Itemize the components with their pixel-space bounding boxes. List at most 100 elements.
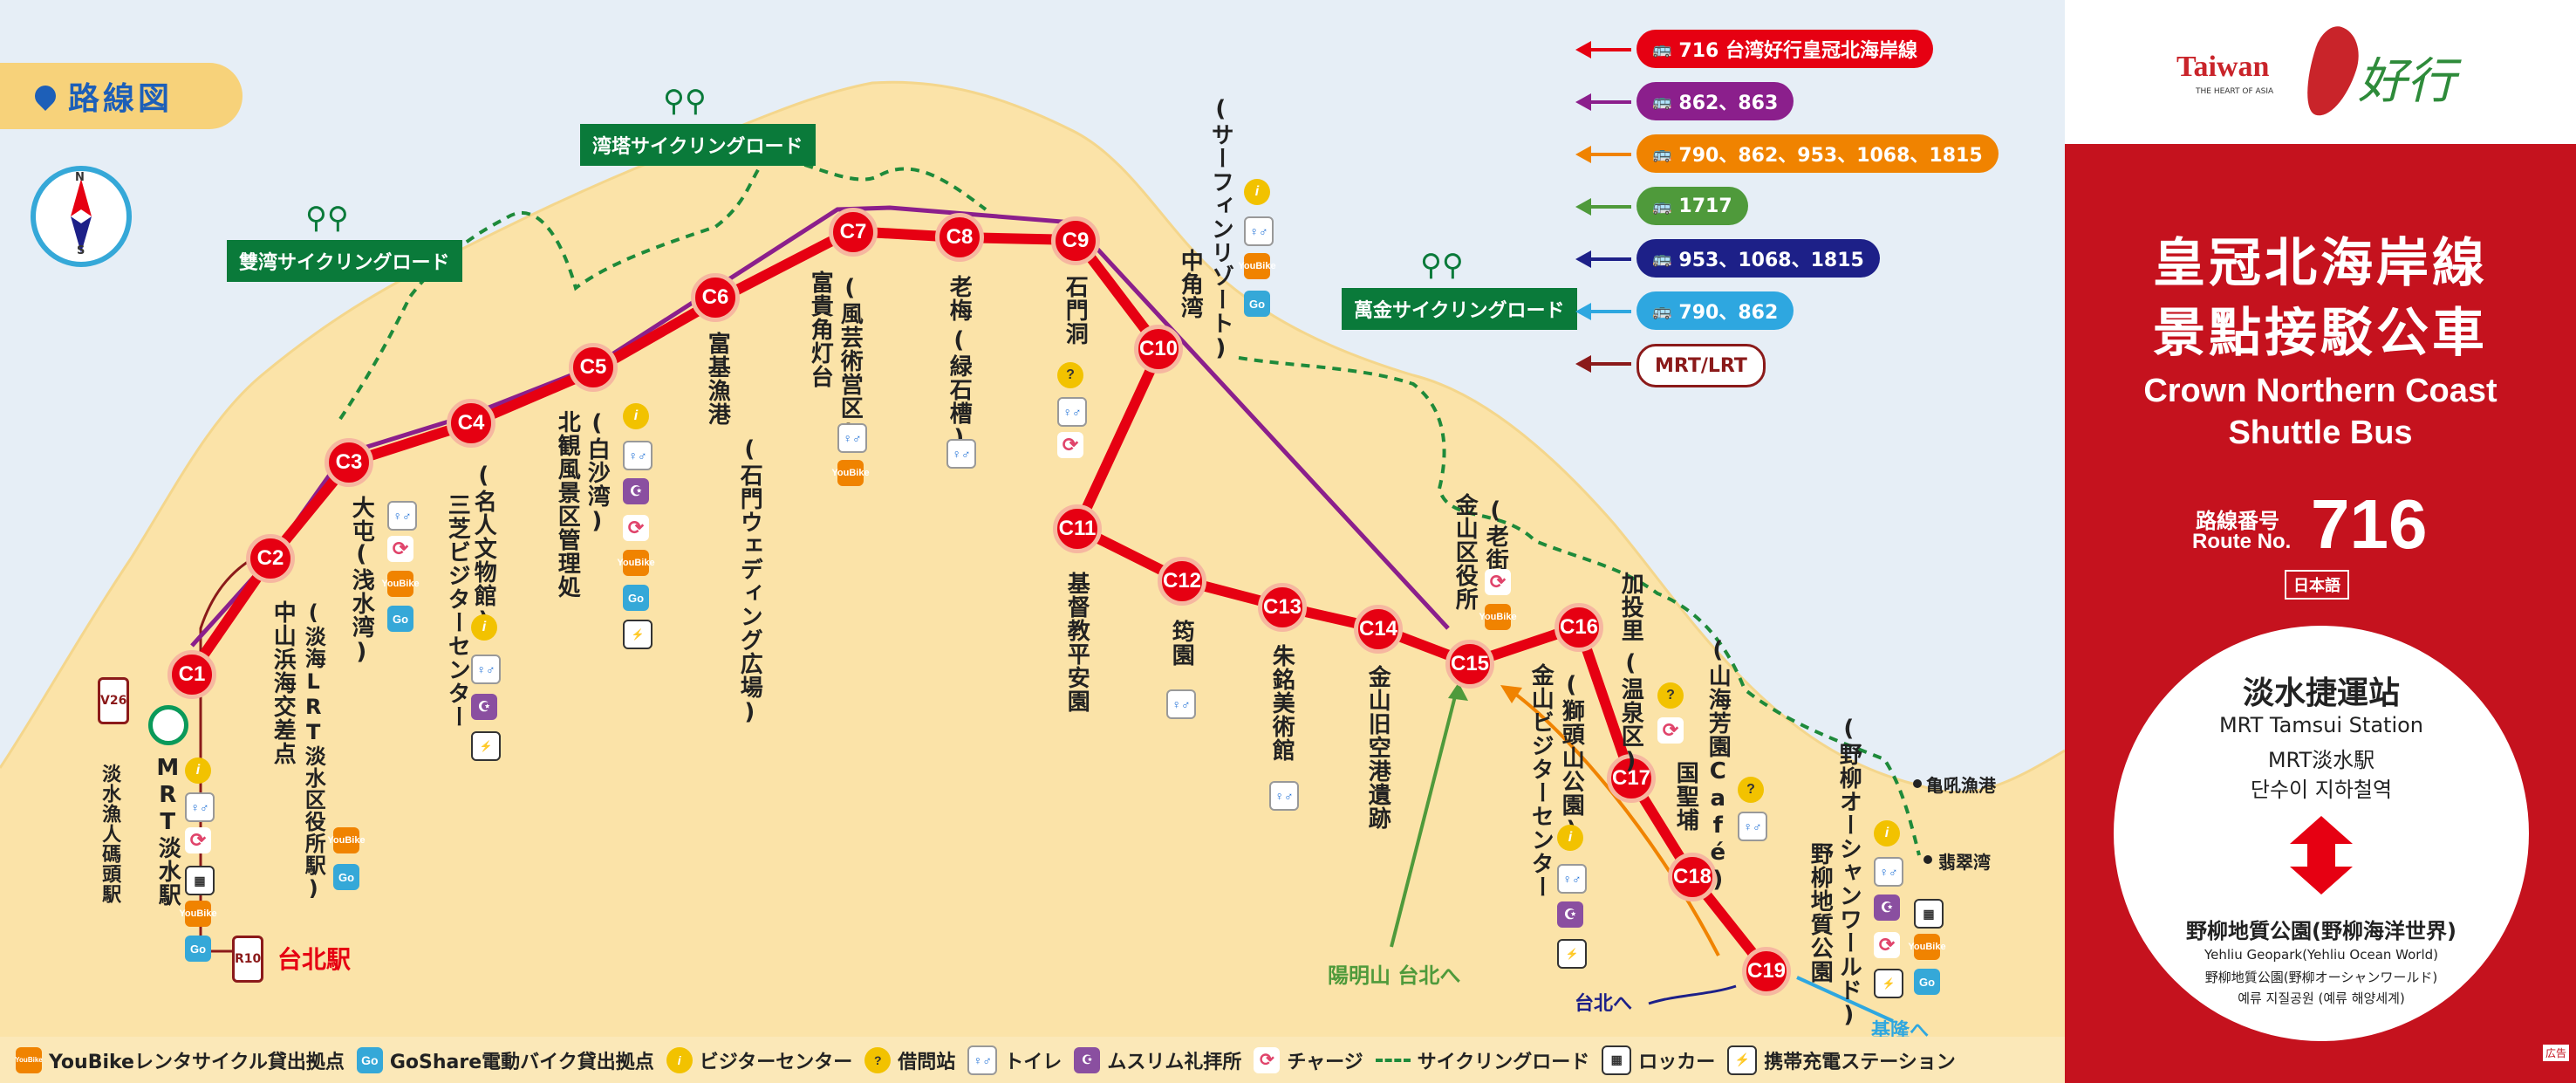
legend-label: 借問站	[898, 1051, 956, 1073]
locker-icon: ▦	[1602, 1045, 1632, 1075]
visitor-center-icon: i	[1244, 179, 1270, 205]
station-node-c1[interactable]: C1	[167, 650, 216, 699]
muslim-prayer-icon: ☪	[1874, 895, 1900, 921]
legend-arrow-icon	[1579, 362, 1631, 366]
legend-item-toilet: ♀♂トイレ	[967, 1045, 1062, 1075]
route-info-panel: Taiwan THE HEART OF ASIA 好行 皇冠北海岸線 景點接駁公…	[2065, 0, 2576, 1083]
charge-icon: ⟳	[1657, 717, 1684, 744]
r10-badge: R10	[232, 936, 263, 983]
youbike-icon: YouBike	[831, 460, 870, 486]
station-name-c6: 富基漁港	[704, 332, 731, 426]
legend-arrowhead-icon	[1575, 198, 1591, 216]
bus-icon: 🚌	[1652, 92, 1672, 111]
legend-label-790: 790、862、953、1068、1815	[1678, 145, 1983, 167]
station-node-c9[interactable]: C9	[1051, 216, 1100, 265]
brand-header: Taiwan THE HEART OF ASIA 好行	[2065, 0, 2576, 144]
bus-icon: 🚌	[1652, 144, 1672, 163]
station-name-c10-sub: (サーフィンリゾート)	[1207, 96, 1234, 362]
locker-icon: ▦	[1914, 899, 1944, 929]
station-node-c16[interactable]: C16	[1554, 603, 1603, 652]
station-name-c15: 金山区役所	[1452, 493, 1479, 611]
station-node-c2[interactable]: C2	[246, 534, 295, 583]
language-tag: 日本語	[2285, 570, 2349, 600]
rest-stop-icon: ?	[1738, 777, 1764, 803]
legend-row-790-862: 🚌790、862	[1575, 291, 2015, 332]
guihou-label: 亀吼漁港	[1926, 775, 1996, 796]
muslim-prayer-icon: ☪	[1557, 901, 1583, 928]
toilet-icon: ♀♂	[623, 441, 653, 470]
station-node-c11[interactable]: C11	[1053, 504, 1102, 553]
to-jp: 野柳地質公園(野柳オーシャンワールド)	[2204, 970, 2438, 985]
station-name-c11: 基督教平安園	[1063, 572, 1090, 713]
station-node-c6[interactable]: C6	[691, 273, 740, 322]
cycling-road-path	[338, 154, 987, 421]
station-node-c17[interactable]: C17	[1607, 754, 1656, 803]
map-title: 路線図	[68, 81, 174, 117]
youbike-icon: YouBike	[327, 827, 366, 853]
title-cn-1: 皇冠北海岸線	[2153, 233, 2488, 294]
toilet-icon: ♀♂	[946, 439, 976, 469]
station-node-c5[interactable]: C5	[569, 343, 618, 392]
legend-item-cycling: サイクリングロード	[1375, 1046, 1590, 1074]
station-node-c10[interactable]: C10	[1134, 325, 1183, 374]
legend-pill-mrt: MRT/LRT	[1636, 344, 1766, 387]
muslim-prayer-icon: ☪	[1074, 1046, 1101, 1073]
station-name-c1: 淡水駅	[154, 836, 181, 907]
legend-arrow-icon	[1579, 48, 1631, 51]
toilet-icon: ♀♂	[1738, 812, 1767, 841]
legend-label: サイクリングロード	[1417, 1051, 1590, 1073]
bicycle-icon: ⚲⚲	[1420, 248, 1464, 283]
station-node-c3[interactable]: C3	[325, 438, 373, 487]
goshare-icon: Go	[333, 864, 359, 890]
legend-label-mrt: MRT/LRT	[1655, 354, 1747, 377]
legend-label-953: 953、1068、1815	[1678, 250, 1864, 271]
mrt-logo-icon	[148, 705, 188, 745]
legend-label-1717: 1717	[1678, 195, 1732, 217]
toilet-icon: ♀♂	[1557, 864, 1587, 894]
station-node-c8[interactable]: C8	[935, 213, 984, 262]
legend-row-862: 🚌862、863	[1575, 82, 2015, 122]
station-name-c3-sub: (浅水湾)	[348, 541, 375, 666]
charge-icon: ⟳	[1057, 432, 1083, 458]
legend-arrowhead-icon	[1575, 146, 1591, 163]
legend-label: ムスリム礼拝所	[1107, 1051, 1242, 1073]
station-node-c13[interactable]: C13	[1258, 583, 1307, 632]
station-name-c2: 中山浜海交差点	[270, 600, 297, 765]
route-1717-line	[1390, 689, 1459, 948]
station-node-c14[interactable]: C14	[1354, 605, 1403, 654]
taiwan-map-icon	[2296, 21, 2368, 123]
legend-item-muslim: ☪ ムスリム礼拝所	[1074, 1046, 1241, 1074]
battery-charge-icon: ⚡	[471, 731, 501, 761]
cycling-road-label-wanjin: 萬金サイクリングロード	[1342, 288, 1577, 330]
station-node-c18[interactable]: C18	[1668, 853, 1717, 901]
legend-label: トイレ	[1004, 1051, 1063, 1073]
brand-logo-text: Taiwan	[2176, 51, 2270, 83]
charge-icon: ⟳	[623, 515, 649, 541]
taipei-station-label: 台北駅	[277, 945, 352, 974]
station-name-c3: 大屯	[348, 496, 375, 543]
legend-row-mrt: MRT/LRT	[1575, 344, 2015, 387]
bus-icon: 🚌	[1652, 39, 1672, 58]
compass-n-label: N	[75, 171, 85, 184]
station-node-c19[interactable]: C19	[1742, 947, 1791, 996]
station-node-c12[interactable]: C12	[1158, 557, 1206, 606]
charge-icon: ⟳	[185, 827, 211, 853]
goshare-icon: Go	[387, 606, 413, 632]
title-cn-2: 景點接駁公車	[2153, 303, 2488, 364]
cycling-road-label-shuangwan: 雙湾サイクリングロード	[227, 240, 462, 282]
title-en-1: Crown Northern Coast	[2143, 373, 2497, 409]
rest-stop-icon: ?	[1657, 682, 1684, 709]
route-legend: 🚌716 台湾好行皇冠北海岸線 🚌862、863 🚌790、862、953、10…	[1575, 30, 2015, 387]
to-taipei-label: 台北へ	[1575, 993, 1633, 1015]
station-node-c7[interactable]: C7	[829, 208, 878, 257]
station-name-c18: 金山ビジターセンター	[1527, 663, 1554, 899]
ad-label: 広告	[2543, 1045, 2570, 1061]
legend-arrow-icon	[1579, 153, 1631, 156]
visitor-center-icon: i	[1874, 820, 1900, 847]
station-node-c4[interactable]: C4	[447, 399, 495, 448]
station-node-c15[interactable]: C15	[1445, 640, 1494, 689]
goshare-icon: Go	[185, 936, 211, 962]
